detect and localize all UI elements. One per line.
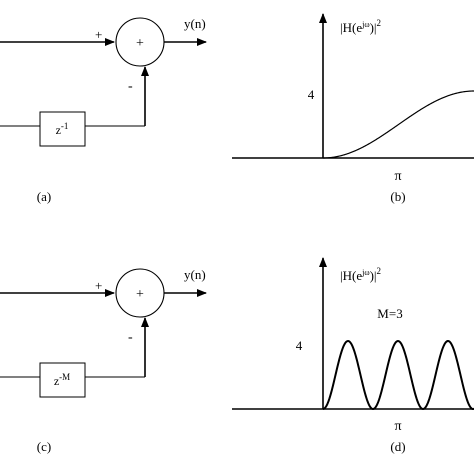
summing-symbol-a: + bbox=[136, 36, 144, 51]
delay-block-a bbox=[39, 111, 86, 147]
caption-d: (d) bbox=[390, 439, 405, 454]
x-tick-pi-b: π bbox=[394, 169, 401, 184]
plus-sign-a: + bbox=[95, 27, 102, 42]
x-tick-pi-d: π bbox=[394, 419, 401, 434]
plus-sign-c: + bbox=[95, 278, 102, 293]
panel-d-magnitude-plot: |H(ejω)|2 M=3 4 π (d) bbox=[232, 257, 474, 454]
magnitude-curve-d bbox=[322, 339, 474, 411]
panel-a-block-diagram: + + y(n) z-1 - (a) bbox=[0, 16, 207, 204]
caption-b: (b) bbox=[390, 189, 405, 204]
delay-label-a: z-1 bbox=[56, 121, 69, 137]
panel-b-magnitude-plot: |H(ejω)|2 4 π (b) bbox=[232, 13, 474, 204]
delay-block-c bbox=[39, 362, 86, 398]
caption-a: (a) bbox=[37, 189, 51, 204]
output-label-c: y(n) bbox=[184, 267, 206, 282]
minus-sign-c: - bbox=[128, 330, 133, 345]
minus-sign-a: - bbox=[128, 79, 133, 94]
panel-c-block-diagram: + + y(n) z-M - (c) bbox=[0, 267, 207, 454]
annotation-m-d: M=3 bbox=[377, 306, 402, 321]
y-axis-label-b: |H(ejω)|2 bbox=[340, 18, 381, 35]
magnitude-curve-b bbox=[323, 90, 474, 159]
y-tick-4-d: 4 bbox=[296, 338, 303, 353]
caption-c: (c) bbox=[37, 439, 51, 454]
summing-symbol-c: + bbox=[136, 287, 144, 302]
output-label-a: y(n) bbox=[184, 16, 206, 31]
y-axis-label-d: |H(ejω)|2 bbox=[340, 266, 381, 283]
delay-label-c: z-M bbox=[54, 372, 70, 388]
y-tick-4-b: 4 bbox=[308, 87, 315, 102]
